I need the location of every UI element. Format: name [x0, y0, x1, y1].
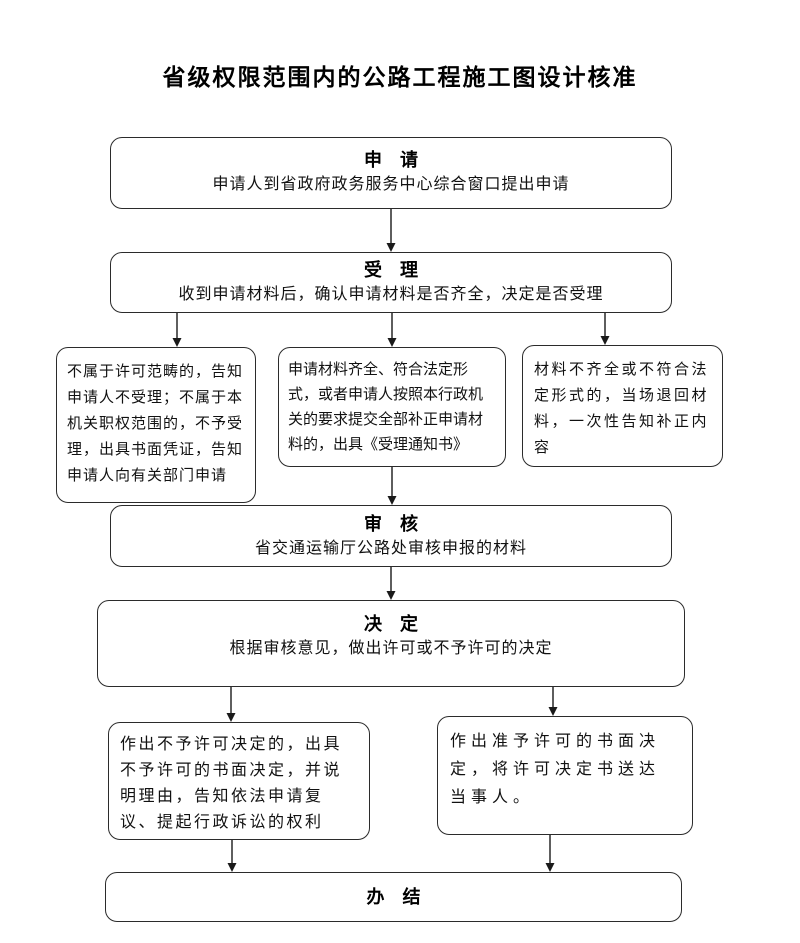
node-apply-body: 申请人到省政府政务服务中心综合窗口提出申请	[212, 176, 570, 193]
node-accept-body: 收到申请材料后，确认申请材料是否齐全，决定是否受理	[178, 286, 604, 303]
node-branch-return: 材料不齐全或不符合法定形式的，当场退回材料，一次性告知补正内容	[522, 345, 723, 467]
node-review: 审 核 省交通运输厅公路处审核申报的材料	[110, 505, 672, 567]
node-branch-accept-notice: 申请材料齐全、符合法定形式，或者申请人按照本行政机关的要求提交全部补正申请材料的…	[278, 347, 506, 467]
node-accept-heading: 受 理	[364, 260, 418, 280]
page-title: 省级权限范围内的公路工程施工图设计核准	[162, 64, 638, 90]
node-accept: 受 理 收到申请材料后，确认申请材料是否齐全，决定是否受理	[110, 252, 672, 313]
node-review-body: 省交通运输厅公路处审核申报的材料	[254, 540, 527, 557]
connector-accept-to-not-accept	[172, 313, 182, 347]
connector-review-to-decision	[386, 567, 396, 600]
connector-accept-to-return	[600, 313, 610, 345]
node-decision: 决 定 根据审核意见，做出许可或不予许可的决定	[97, 600, 685, 687]
connector-deny-to-complete	[227, 840, 237, 872]
node-deny: 作出不予许可决定的，出具不予许可的书面决定，并说明理由，告知依法申请复议、提起行…	[108, 722, 370, 840]
connector-accept-to-accept-notice	[387, 313, 397, 347]
node-review-heading: 审 核	[364, 514, 418, 534]
connector-apply-to-accept	[386, 209, 396, 252]
connector-accept-notice-to-review	[387, 467, 397, 505]
node-complete: 办 结	[105, 872, 682, 922]
node-grant: 作出准予许可的书面决定，将许可决定书送达当事人。	[437, 716, 693, 835]
node-decision-body: 根据审核意见，做出许可或不予许可的决定	[229, 640, 553, 657]
connector-decision-to-deny	[226, 687, 236, 722]
connector-grant-to-complete	[545, 835, 555, 872]
connector-decision-to-grant	[548, 687, 558, 716]
node-complete-heading: 办 结	[366, 887, 421, 907]
node-decision-heading: 决 定	[364, 614, 418, 634]
node-apply-heading: 申 请	[364, 150, 418, 170]
node-apply: 申 请 申请人到省政府政务服务中心综合窗口提出申请	[110, 137, 672, 209]
node-branch-not-accept: 不属于许可范畴的，告知申请人不受理；不属于本机关职权范围的，不予受理，出具书面凭…	[56, 347, 256, 503]
